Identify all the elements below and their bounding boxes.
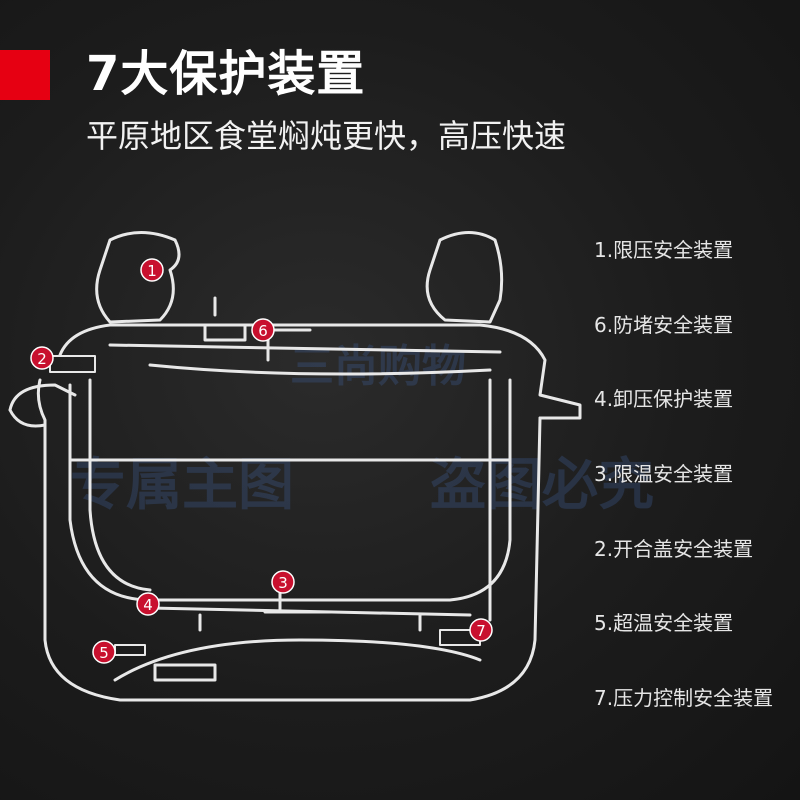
callout-7: 7 bbox=[469, 618, 493, 642]
legend-item: 4.卸压保护装置 bbox=[594, 387, 734, 411]
lid bbox=[58, 323, 582, 420]
pot-body bbox=[36, 378, 542, 702]
callout-2-label: 2 bbox=[37, 350, 47, 368]
accent-bar bbox=[0, 50, 50, 100]
legend-item: 3.限温安全装置 bbox=[594, 462, 734, 486]
right-handle bbox=[425, 231, 504, 324]
callout-6: 6 bbox=[251, 318, 275, 342]
callout-3-label: 3 bbox=[278, 574, 288, 592]
callout-2: 2 bbox=[30, 346, 54, 370]
callout-1-label: 1 bbox=[147, 262, 157, 280]
callout-5-label: 5 bbox=[99, 644, 109, 662]
legend-item: 6.防堵安全装置 bbox=[594, 313, 734, 337]
callout-4: 4 bbox=[136, 592, 160, 616]
legend-item: 7.压力控制安全装置 bbox=[594, 686, 774, 710]
watermark-left: 专属主图 bbox=[70, 453, 294, 518]
callout-4-label: 4 bbox=[143, 596, 153, 614]
watermark-right: 盗图必究 bbox=[430, 453, 654, 518]
callout-1: 1 bbox=[140, 258, 164, 282]
callout-5: 5 bbox=[92, 640, 116, 664]
callout-3: 3 bbox=[271, 570, 295, 594]
callout-7-label: 7 bbox=[476, 622, 486, 640]
left-handle bbox=[95, 231, 181, 324]
legend-item: 1.限压安全装置 bbox=[594, 238, 734, 262]
page-title: 7大保护装置 bbox=[86, 46, 366, 102]
legend-item: 2.开合盖安全装置 bbox=[594, 537, 754, 561]
legend-item: 5.超温安全装置 bbox=[594, 611, 734, 635]
callout-markers: 1 2 3 4 5 6 7 bbox=[30, 258, 493, 664]
page-subtitle: 平原地区食堂焖炖更快，高压快速 bbox=[86, 117, 567, 155]
callout-6-label: 6 bbox=[258, 322, 268, 340]
